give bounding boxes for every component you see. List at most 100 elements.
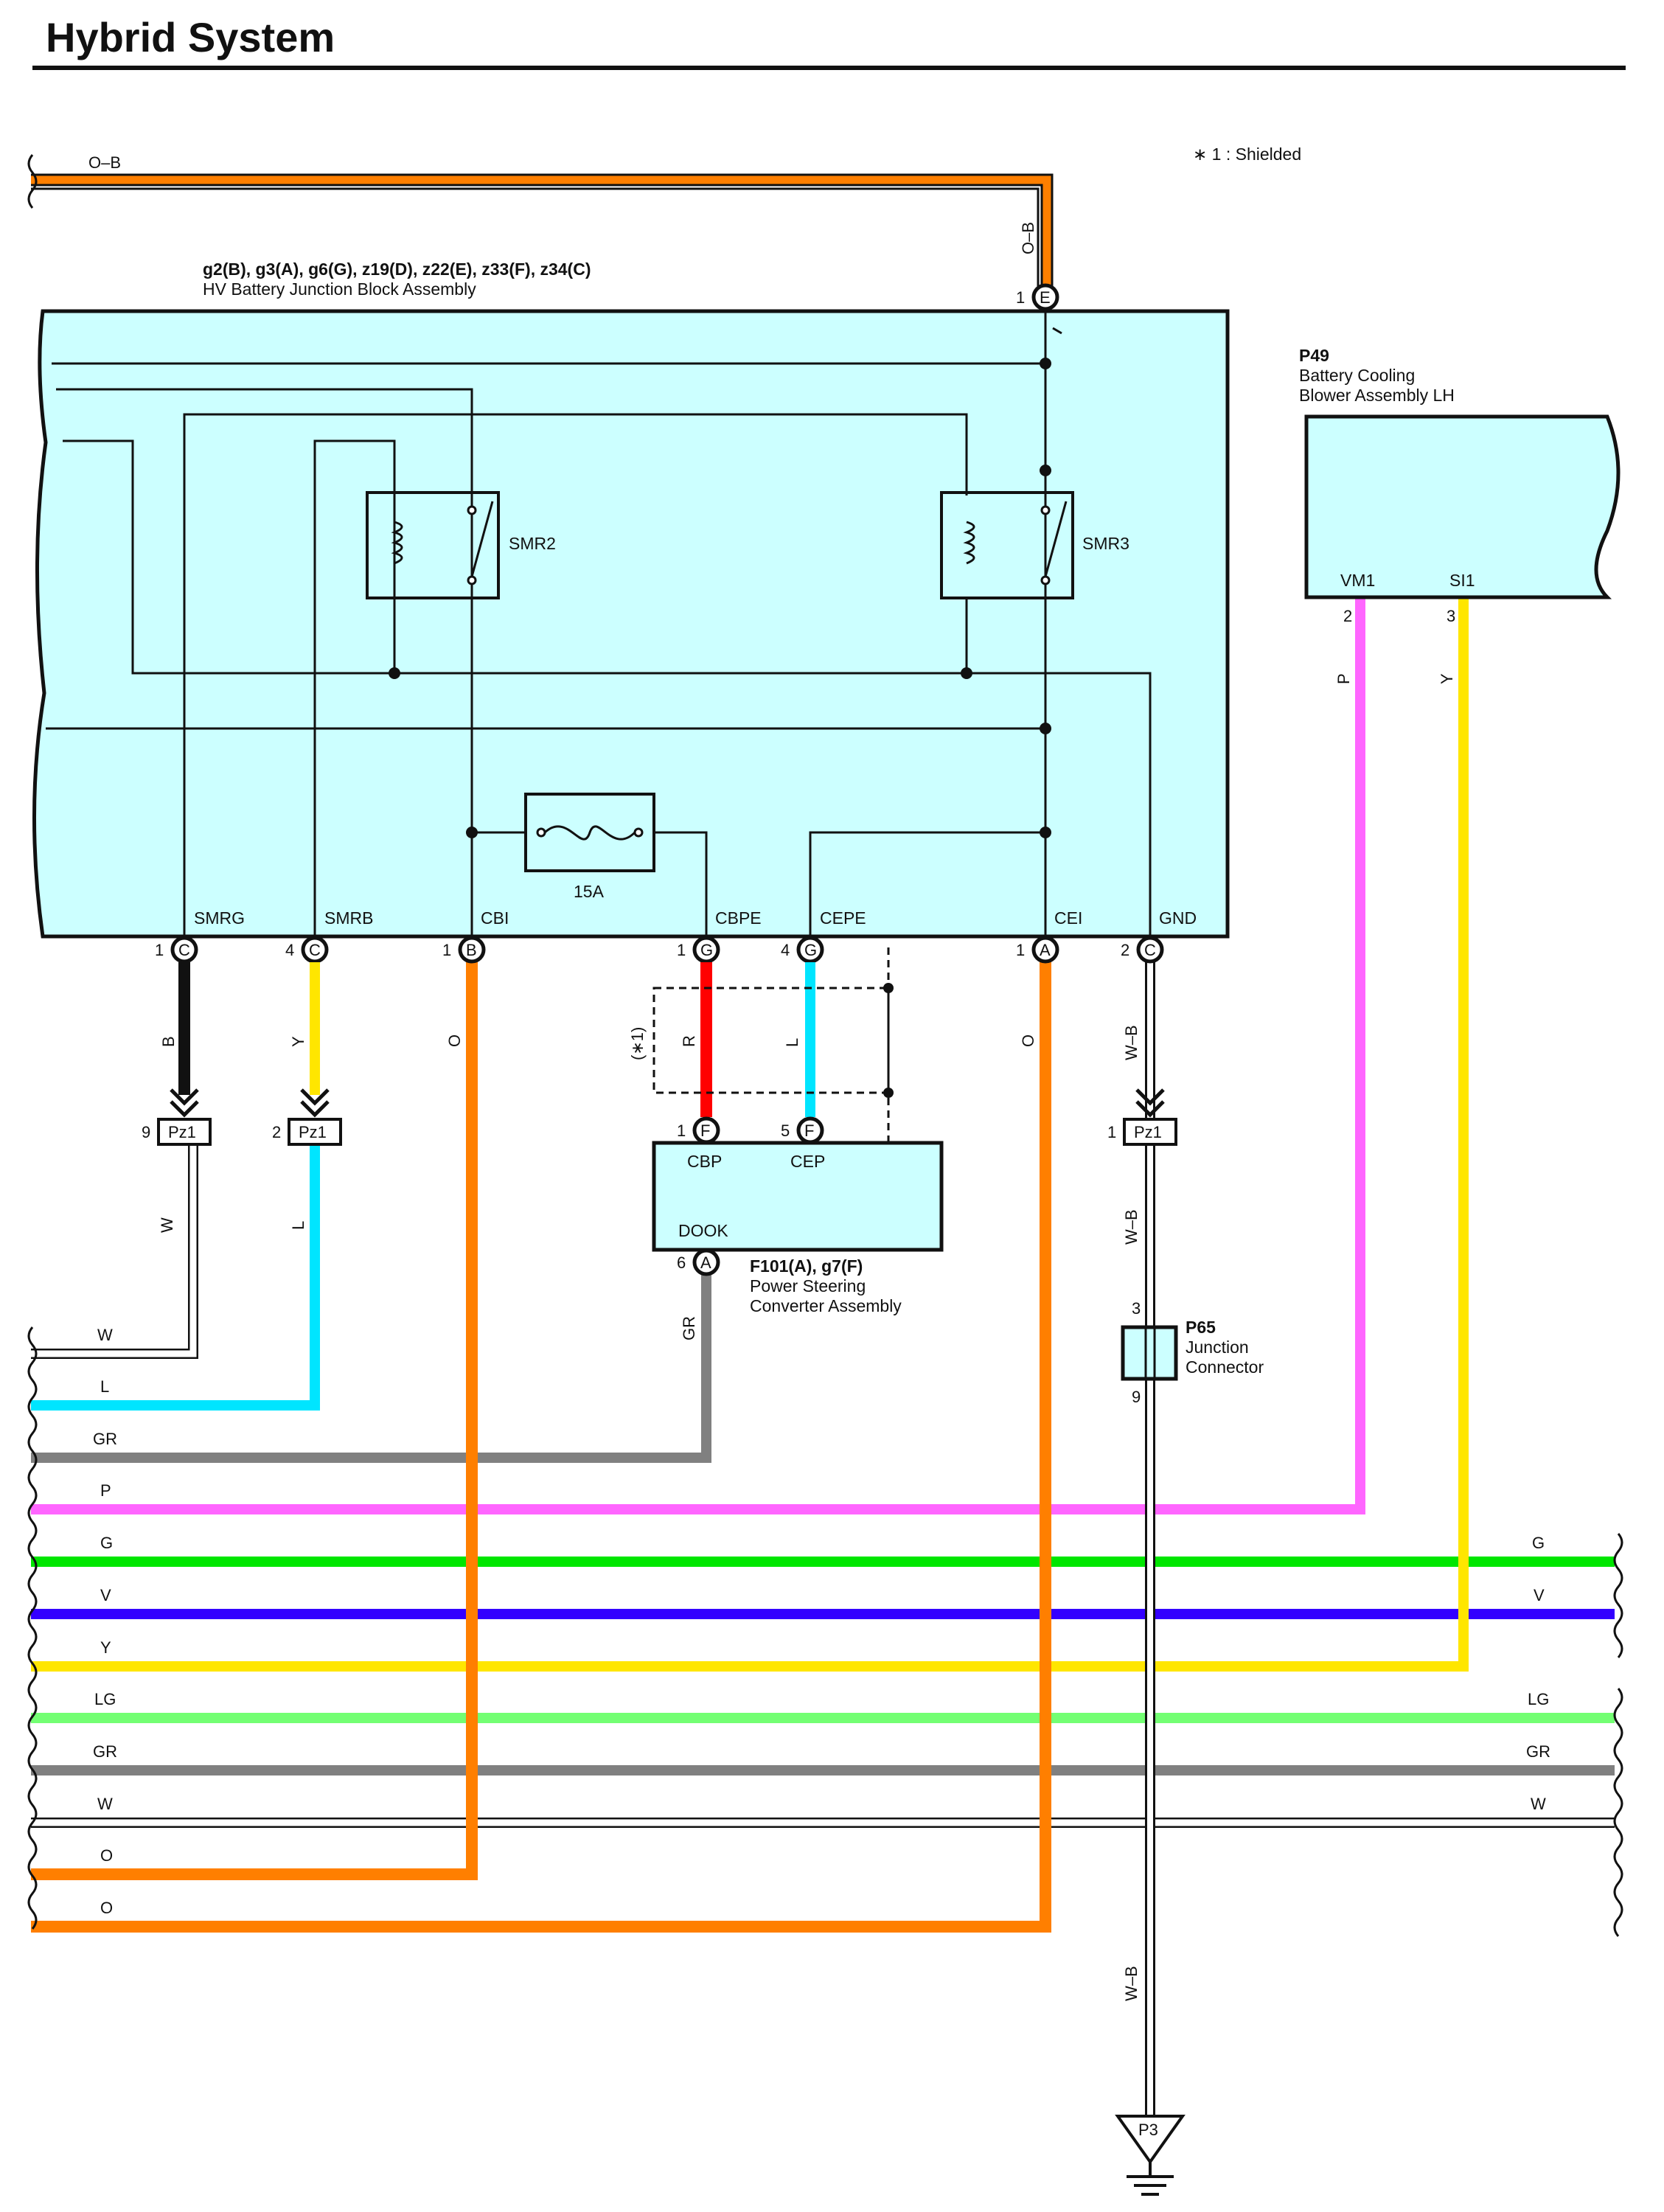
svg-text:W–B: W–B bbox=[1122, 1209, 1141, 1245]
svg-text:O: O bbox=[100, 1899, 113, 1917]
svg-text:LG: LG bbox=[1528, 1690, 1549, 1708]
svg-text:3: 3 bbox=[1132, 1299, 1141, 1318]
svg-text:SI1: SI1 bbox=[1449, 571, 1475, 590]
svg-text:DOOK: DOOK bbox=[678, 1221, 728, 1240]
svg-text:O: O bbox=[100, 1846, 113, 1865]
vertical-wire-labels: B Y O R L O W–B W L GR W–B W–B P Y bbox=[158, 673, 1456, 2001]
svg-text:CEPE: CEPE bbox=[820, 908, 866, 928]
svg-text:9: 9 bbox=[142, 1123, 150, 1141]
svg-text:Pz1: Pz1 bbox=[1134, 1123, 1162, 1141]
shield-label: (∗1) bbox=[628, 1027, 647, 1060]
wire-label-ob-vertical: O–B bbox=[1019, 222, 1037, 254]
jb-junction-dots bbox=[389, 358, 1051, 838]
svg-text:1: 1 bbox=[677, 941, 686, 959]
svg-text:1: 1 bbox=[1016, 288, 1025, 307]
svg-text:P3: P3 bbox=[1138, 2121, 1158, 2139]
svg-text:L: L bbox=[783, 1038, 801, 1047]
svg-text:O: O bbox=[1019, 1034, 1037, 1047]
svg-text:9: 9 bbox=[1132, 1388, 1141, 1406]
jb-pin-circles: C C B G G A C 1 4 1 1 4 1 2 bbox=[155, 936, 1164, 964]
relay-smr3: SMR3 bbox=[940, 491, 1129, 599]
svg-text:O: O bbox=[445, 1034, 464, 1047]
svg-text:W: W bbox=[158, 1217, 176, 1233]
svg-text:1: 1 bbox=[1016, 941, 1025, 959]
svg-text:F: F bbox=[700, 1121, 710, 1140]
svg-text:Battery Cooling: Battery Cooling bbox=[1299, 366, 1415, 385]
svg-text:C: C bbox=[1144, 941, 1156, 959]
svg-text:A: A bbox=[1040, 941, 1051, 959]
svg-text:P: P bbox=[100, 1481, 111, 1500]
bus-l bbox=[31, 1141, 320, 1411]
svg-text:G: G bbox=[1532, 1534, 1545, 1552]
svg-text:G: G bbox=[100, 1534, 113, 1552]
svg-text:CBP: CBP bbox=[687, 1152, 722, 1171]
left-bus-labels: W L GR P G V Y LG GR W O O bbox=[93, 1326, 117, 1917]
fuse-label: 15A bbox=[574, 882, 605, 901]
svg-text:GND: GND bbox=[1159, 908, 1197, 928]
svg-text:V: V bbox=[100, 1586, 111, 1604]
svg-text:GR: GR bbox=[680, 1316, 698, 1340]
jb-codes: g2(B), g3(A), g6(G), z19(D), z22(E), z33… bbox=[203, 260, 591, 279]
right-bus-labels: G V LG GR W bbox=[1526, 1534, 1550, 1813]
svg-text:GR: GR bbox=[93, 1430, 117, 1448]
ground-p3: P3 bbox=[1115, 2115, 1186, 2196]
wire-top-ob bbox=[31, 173, 1054, 295]
svg-text:1: 1 bbox=[155, 941, 164, 959]
junction-block-box bbox=[32, 309, 1230, 939]
bus-y bbox=[31, 597, 1469, 1672]
svg-text:Connector: Connector bbox=[1186, 1357, 1264, 1377]
svg-text:Pz1: Pz1 bbox=[299, 1123, 327, 1141]
svg-text:W: W bbox=[97, 1795, 113, 1813]
connector-arrows bbox=[170, 1088, 1165, 1118]
svg-text:P49: P49 bbox=[1299, 346, 1329, 365]
wire-label-top-ob: O–B bbox=[88, 153, 121, 172]
svg-text:LG: LG bbox=[94, 1690, 116, 1708]
svg-text:A: A bbox=[700, 1253, 711, 1272]
svg-text:B: B bbox=[466, 941, 477, 959]
jb-internal-wiring bbox=[46, 310, 1152, 938]
svg-text:4: 4 bbox=[285, 941, 294, 959]
svg-text:SMRB: SMRB bbox=[324, 908, 373, 928]
svg-text:Y: Y bbox=[289, 1036, 307, 1047]
svg-text:1: 1 bbox=[1107, 1123, 1116, 1141]
svg-text:2: 2 bbox=[1121, 941, 1129, 959]
svg-text:Converter Assembly: Converter Assembly bbox=[750, 1296, 902, 1315]
relay-smr2: SMR2 bbox=[366, 491, 556, 599]
svg-text:F: F bbox=[804, 1121, 814, 1140]
right-break-marks bbox=[1613, 1533, 1623, 1937]
svg-text:W: W bbox=[97, 1326, 113, 1344]
svg-text:GR: GR bbox=[93, 1742, 117, 1761]
svg-text:SMRG: SMRG bbox=[194, 908, 245, 928]
svg-text:CEP: CEP bbox=[790, 1152, 825, 1171]
svg-text:C: C bbox=[309, 941, 321, 959]
svg-text:2: 2 bbox=[272, 1123, 281, 1141]
bus-gr-1 bbox=[31, 1274, 711, 1463]
svg-text:G: G bbox=[700, 941, 713, 959]
svg-text:R: R bbox=[680, 1035, 698, 1047]
power-steering-converter: F F A 1 5 6 CBP CEP DOOK F101(A), g7(F) … bbox=[652, 1116, 944, 1315]
svg-text:V: V bbox=[1534, 1586, 1545, 1604]
fuse-15a: 15A bbox=[524, 793, 655, 901]
shield-outline: (∗1) bbox=[628, 947, 894, 1141]
svg-text:2: 2 bbox=[1343, 607, 1352, 625]
svg-text:Power Steering: Power Steering bbox=[750, 1276, 866, 1295]
svg-text:GR: GR bbox=[1526, 1742, 1550, 1761]
jb-top-pin: E 1 bbox=[1016, 283, 1059, 311]
svg-text:L: L bbox=[100, 1377, 109, 1396]
svg-text:1: 1 bbox=[677, 1121, 686, 1140]
left-break-marks bbox=[27, 154, 38, 1930]
svg-text:C: C bbox=[178, 941, 190, 959]
shielded-note: ∗ 1 : Shielded bbox=[1193, 145, 1301, 164]
svg-text:E: E bbox=[1040, 288, 1051, 307]
svg-text:4: 4 bbox=[781, 941, 790, 959]
svg-text:6: 6 bbox=[677, 1253, 686, 1272]
svg-text:B: B bbox=[159, 1036, 178, 1047]
svg-text:L: L bbox=[289, 1221, 307, 1230]
svg-text:Y: Y bbox=[100, 1638, 111, 1657]
svg-text:1: 1 bbox=[442, 941, 451, 959]
relay-smr2-label: SMR2 bbox=[509, 534, 556, 553]
svg-text:P65: P65 bbox=[1186, 1318, 1216, 1337]
svg-text:3: 3 bbox=[1447, 607, 1455, 625]
svg-text:CBPE: CBPE bbox=[715, 908, 762, 928]
